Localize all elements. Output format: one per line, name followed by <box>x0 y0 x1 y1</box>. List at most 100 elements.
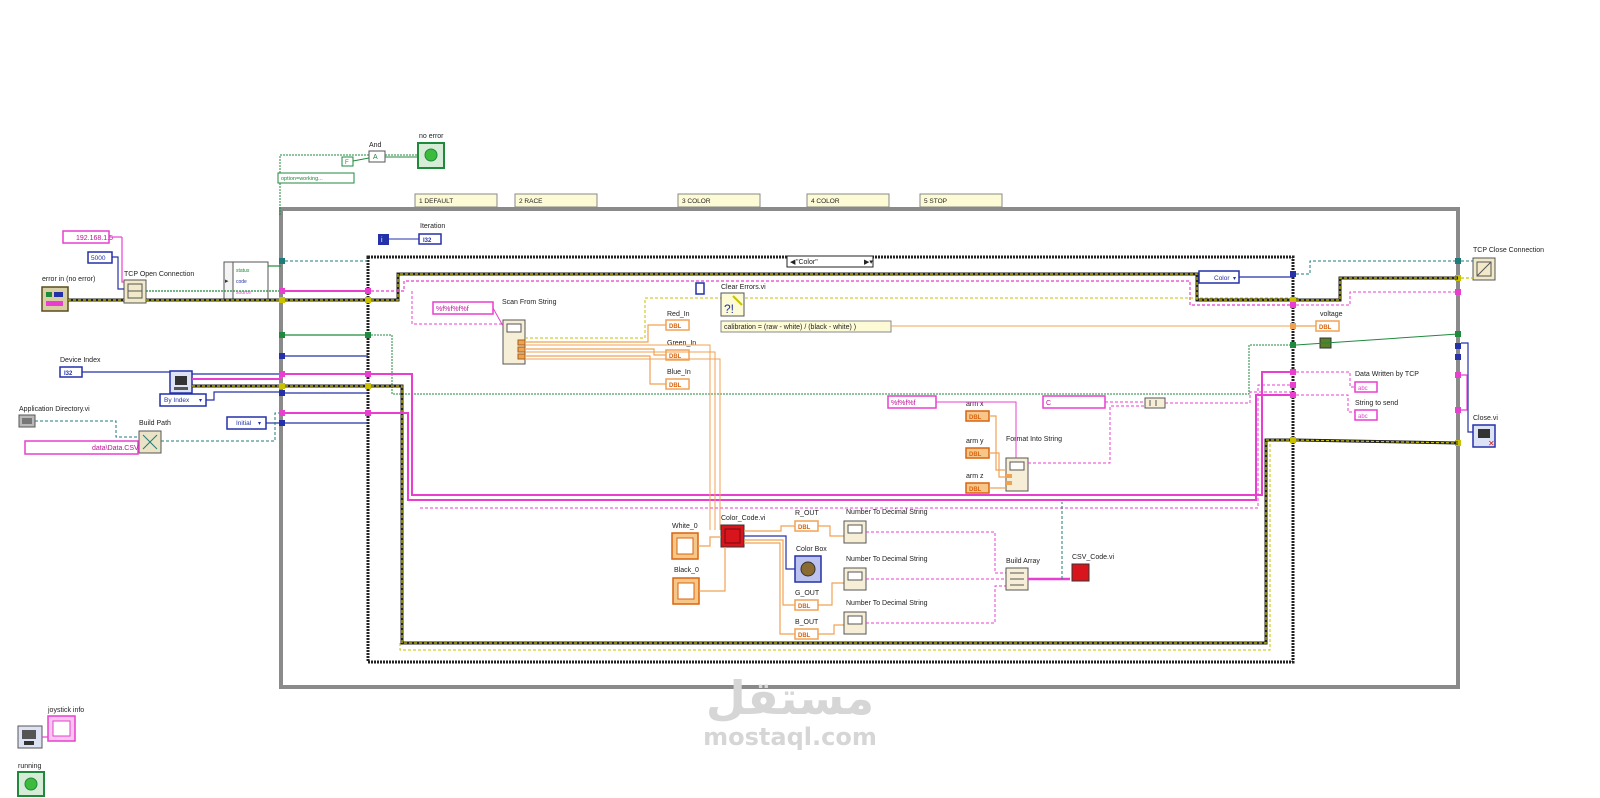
build-path-node[interactable] <box>138 430 162 454</box>
svg-text:status: status <box>236 268 250 274</box>
svg-text:▸: ▸ <box>225 278 229 285</box>
sequence-frame[interactable] <box>279 207 1460 689</box>
option-constant[interactable]: option=working... <box>277 172 355 184</box>
iteration-terminal[interactable]: i <box>378 234 389 245</box>
voltage-indicator[interactable]: DBL <box>1315 320 1340 332</box>
format-string-constant[interactable]: %f%f%f <box>887 395 937 409</box>
error-in-cluster[interactable] <box>41 286 69 312</box>
tcp-open-label: TCP Open Connection <box>124 271 194 278</box>
svg-text:Initial: Initial <box>236 420 252 427</box>
case-selector[interactable]: ◀ ▶▾ "Color" <box>786 255 874 268</box>
no-error-indicator[interactable] <box>417 142 445 169</box>
case-structure[interactable] <box>366 255 1295 664</box>
num-to-dec-node-3[interactable] <box>843 611 867 635</box>
error-constant[interactable] <box>695 282 705 295</box>
tcp-close-node[interactable] <box>1472 257 1496 281</box>
csv-path-constant[interactable]: data\Data.CSV <box>24 440 139 455</box>
svg-text:calibration = (raw - white) /: calibration = (raw - white) / (black - w… <box>724 324 856 331</box>
svg-text:▾: ▾ <box>1233 276 1236 282</box>
no-error-label: no error <box>419 133 444 140</box>
svg-text:source: source <box>236 290 251 296</box>
arm-y-label: arm y <box>966 438 984 445</box>
svg-text:DBL: DBL <box>669 383 682 389</box>
scan-label: Scan From String <box>502 299 557 306</box>
svg-text:%f%f%f%f: %f%f%f%f <box>436 306 469 313</box>
by-index-enum[interactable]: By Index▾ <box>159 393 207 407</box>
svg-text:Color: Color <box>1214 275 1230 282</box>
scan-from-string-node[interactable] <box>502 319 526 365</box>
num-to-dec-node-2[interactable] <box>843 567 867 591</box>
svg-text:data\Data.CSV: data\Data.CSV <box>92 445 139 452</box>
frame-tab-4[interactable]: 4 COLOR <box>806 193 890 208</box>
num-to-dec-node-1[interactable] <box>843 520 867 544</box>
num-to-dec-label-2: Number To Decimal String <box>846 556 928 563</box>
color-enum-constant[interactable]: Color▾ <box>1198 270 1240 284</box>
svg-text:code: code <box>236 279 247 285</box>
arm-z-control[interactable]: DBL <box>965 482 990 494</box>
color-box-indicator[interactable] <box>794 555 822 583</box>
close-vi-label: Close.vi <box>1473 415 1498 422</box>
false-constant[interactable]: F <box>341 156 354 167</box>
unbundle-node[interactable]: ▸ status code source <box>223 261 269 301</box>
joystick-info-indicator[interactable] <box>47 715 76 742</box>
frame-tab-3[interactable]: 3 COLOR <box>677 193 761 208</box>
joystick-node[interactable] <box>17 725 43 749</box>
format-into-string-node[interactable] <box>1005 457 1029 492</box>
and-label: And <box>369 142 382 149</box>
frame-tab-2[interactable]: 2 RACE <box>514 193 598 208</box>
arm-x-control[interactable]: DBL <box>965 410 990 422</box>
frame-tab-1[interactable]: 1 DEFAULT <box>414 193 498 208</box>
clear-errors-node[interactable]: ?! <box>720 292 745 317</box>
svg-text:%f%f%f: %f%f%f <box>891 400 916 407</box>
iteration-indicator[interactable]: I32 <box>418 233 442 245</box>
joystick-label: joystick info <box>47 707 84 714</box>
data-written-indicator[interactable]: abc <box>1354 381 1378 393</box>
port-constant[interactable]: 5000 <box>87 251 113 264</box>
red-in-indicator[interactable]: DBL <box>665 319 690 331</box>
svg-text:DBL: DBL <box>669 354 682 360</box>
black-control[interactable] <box>672 577 700 605</box>
joystick-acquire-node[interactable] <box>169 370 193 394</box>
format-into-string-label: Format Into String <box>1006 436 1062 443</box>
and-node[interactable]: A <box>368 150 386 163</box>
g-out-indicator[interactable]: DBL <box>794 599 819 611</box>
b-out-indicator[interactable]: DBL <box>794 628 819 640</box>
string-to-send-indicator[interactable]: abc <box>1354 409 1378 421</box>
csv-code-node[interactable] <box>1071 563 1090 582</box>
c-string-constant[interactable]: C <box>1042 395 1106 409</box>
app-dir-node[interactable] <box>18 414 36 428</box>
svg-text:4 COLOR: 4 COLOR <box>811 198 840 205</box>
svg-text:abc: abc <box>1358 386 1368 392</box>
svg-text:option=working...: option=working... <box>281 176 323 182</box>
svg-text:i: i <box>381 237 383 244</box>
calibration-comment: calibration = (raw - white) / (black - w… <box>720 320 892 333</box>
voltage-label: voltage <box>1320 311 1343 318</box>
tcp-open-node[interactable] <box>123 279 147 304</box>
ip-address-constant[interactable]: 192.168.1.5 <box>62 230 113 244</box>
frame-tab-5[interactable]: 5 STOP <box>919 193 1003 208</box>
error-in-label: error in (no error) <box>42 276 95 283</box>
num-to-dec-label-1: Number To Decimal String <box>846 509 928 516</box>
svg-text:DBL: DBL <box>969 415 982 421</box>
svg-text:▾: ▾ <box>199 398 202 404</box>
scan-format-constant[interactable]: %f%f%f%f <box>432 301 494 315</box>
running-indicator[interactable] <box>17 771 45 797</box>
num-to-dec-label-3: Number To Decimal String <box>846 600 928 607</box>
arm-y-control[interactable]: DBL <box>965 447 990 459</box>
r-out-indicator[interactable]: DBL <box>794 520 819 532</box>
svg-text:2 RACE: 2 RACE <box>519 198 543 205</box>
close-vi-node[interactable]: ✕ <box>1472 424 1496 448</box>
build-array-node[interactable] <box>1005 567 1029 591</box>
initial-enum[interactable]: Initial▾ <box>226 416 267 430</box>
white-control[interactable] <box>671 532 699 560</box>
blue-in-indicator[interactable]: DBL <box>665 378 690 390</box>
arm-z-label: arm z <box>966 473 984 480</box>
device-index-control[interactable]: I32 <box>59 366 83 378</box>
color-code-node[interactable] <box>720 524 745 548</box>
svg-text:DBL: DBL <box>969 487 982 493</box>
svg-text:▶▾: ▶▾ <box>864 259 873 266</box>
concat-node[interactable] <box>1144 397 1166 409</box>
svg-text:abc: abc <box>1358 414 1368 420</box>
r-out-label: R_OUT <box>795 510 819 517</box>
